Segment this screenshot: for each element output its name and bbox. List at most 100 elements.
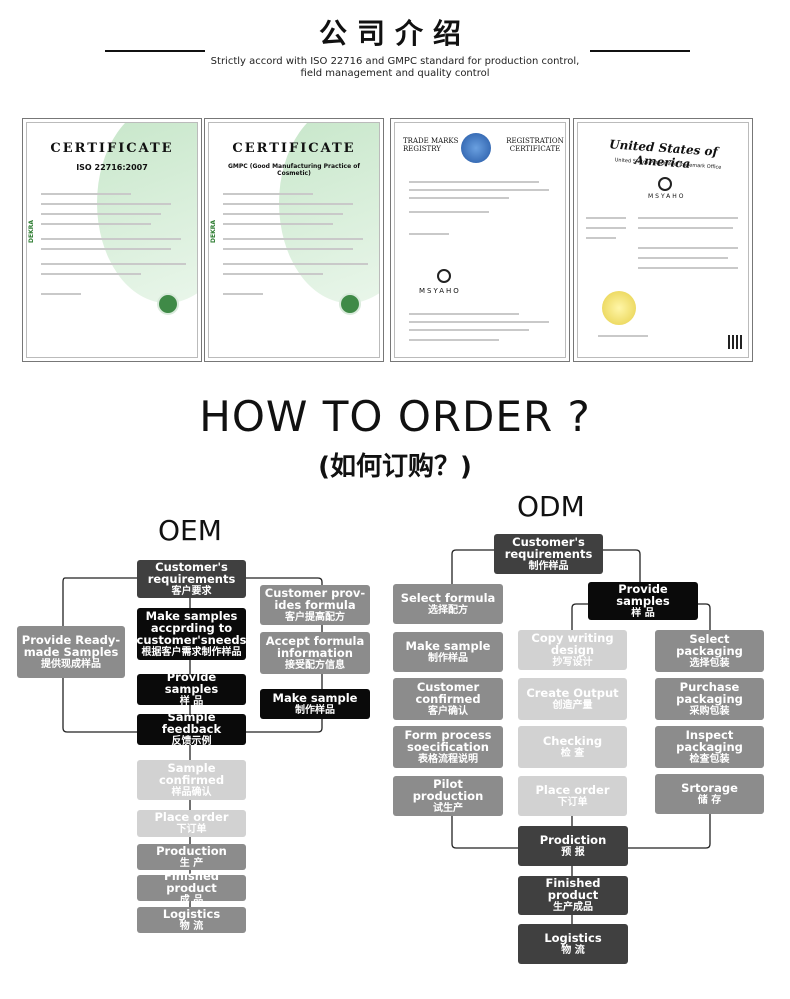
box-label-en: Logistics — [162, 906, 221, 921]
odm-provide-samples: Provide samples 样 品 — [588, 582, 698, 620]
box-label-zh: 生产成品 — [553, 902, 593, 913]
box-label-en: Provide samples — [616, 581, 670, 608]
box-label-zh: 下订单 — [557, 796, 588, 808]
oem-title: OEM — [158, 514, 222, 547]
box-label-zh: 客户提高配方 — [285, 611, 345, 623]
box-label-zh: 选择包装 — [689, 657, 730, 669]
title-rule-left — [105, 50, 205, 52]
odm-pilot-production: Pilot production 试生产 — [393, 776, 503, 816]
odm-finished-product: Finished product 生产成品 — [518, 876, 628, 915]
odm-customer-confirmed: Customer confirmed 客户确认 — [393, 678, 503, 720]
certificate-trademark-registry: TRADE MARKS REGISTRY REGISTRATION CERTIF… — [390, 118, 570, 362]
odm-title: ODM — [517, 490, 585, 523]
box-label-en: Purchase packaging — [676, 679, 743, 706]
text-line — [409, 197, 509, 199]
box-label-en: Logistics — [544, 930, 602, 945]
title-rule-right — [590, 50, 690, 52]
box-label-zh: 制作样品 — [528, 560, 569, 572]
text-line — [41, 213, 161, 215]
box-label-en: Checking — [542, 733, 603, 748]
dekra-stamp-icon — [339, 293, 361, 315]
odm-inspect-packaging: Inspect packaging 检查包装 — [655, 726, 764, 768]
text-line — [41, 203, 171, 205]
box-label-en: Customer prov-ides formula — [264, 585, 366, 612]
subtitle-line-1: Strictly accord with ISO 22716 and GMPC … — [210, 56, 580, 67]
box-label-zh: 接受配方信息 — [285, 659, 345, 671]
text-line — [223, 193, 313, 195]
certificate-heading: CERTIFICATE — [50, 141, 174, 156]
box-label-en: Customer confirmed — [415, 679, 481, 706]
odm-formula-branch — [451, 549, 494, 584]
subtitle-line-2: field management and quality control — [300, 68, 490, 79]
text-line — [598, 335, 648, 337]
text-line — [638, 217, 738, 219]
odm-logistics: Logistics 物 流 — [518, 924, 628, 964]
text-line — [223, 238, 363, 240]
text-line — [223, 223, 333, 225]
oem-accept-formula: Accept formula information 接受配方信息 — [260, 632, 370, 674]
box-label-zh: 反馈示例 — [171, 736, 212, 747]
text-line — [638, 257, 728, 259]
registry-seal-icon — [461, 133, 491, 163]
odm-make-sample: Make sample 制作样品 — [393, 632, 503, 672]
box-label-en: Copy writing design — [531, 630, 614, 657]
box-label-en: Place order — [154, 810, 229, 824]
box-label-zh: 客户要求 — [171, 585, 212, 597]
box-label-en: Make samples accprding to customer'sneed… — [136, 608, 247, 647]
text-line — [409, 233, 449, 235]
oem-make-samples: Make samples accprding to customer'sneed… — [137, 608, 246, 660]
box-label-zh: 生 产 — [179, 857, 204, 869]
oem-sample-confirmed: Sample confirmed 样品确认 — [137, 760, 246, 800]
box-label-zh: 预 报 — [561, 846, 585, 858]
text-line — [409, 189, 549, 191]
qr-code-icon — [728, 335, 742, 349]
text-line — [409, 339, 499, 341]
text-line — [41, 248, 171, 250]
how-to-order-title-cn: (如何订购？) — [318, 452, 472, 482]
box-label-en: Make sample — [405, 638, 491, 653]
gold-seal-icon — [602, 291, 636, 325]
oem-sample-feedback: Sample feedback 反馈示例 — [137, 710, 246, 747]
text-line — [41, 293, 81, 295]
text-line — [586, 217, 626, 219]
text-line — [638, 267, 738, 269]
box-label-zh: 制作样品 — [428, 652, 468, 664]
text-line — [638, 227, 733, 229]
box-label-zh: 制作样品 — [295, 704, 335, 716]
trademark-registry-heading: TRADE MARKS REGISTRY — [403, 137, 459, 153]
box-label-en: Sample feedback — [161, 710, 222, 736]
oem-provide-samples: Provlde samples 样 品 — [137, 671, 246, 707]
box-label-zh: 物 流 — [561, 944, 585, 956]
text-line — [638, 247, 738, 249]
oem-place-order: Place order 下订单 — [137, 810, 246, 837]
oem-customer-provides-formula: Customer prov-ides formula 客户提高配方 — [260, 585, 370, 625]
box-label-zh: 表格流程说明 — [418, 753, 478, 765]
box-label-zh: 客户确认 — [428, 705, 468, 717]
certificate-usa-trademark: United States of America United States P… — [573, 118, 753, 362]
box-label-zh: 样品确认 — [171, 786, 212, 798]
oem-logistics: Logistics 物 流 — [137, 907, 246, 933]
box-label-en: Sample confirmed — [158, 760, 225, 787]
msyaho-logo-icon — [437, 269, 451, 283]
box-label-en: Accept formula information — [265, 633, 365, 660]
box-label-zh: 检 查 — [560, 747, 585, 759]
how-to-order-title: HOW TO ORDER ? — [199, 392, 591, 441]
odm-packaging-branch — [698, 603, 711, 630]
odm-storage: Srtorage 储 存 — [655, 774, 764, 814]
odm-form-process: Form process soecification 表格流程说明 — [393, 726, 503, 768]
odm-design-branch — [571, 603, 588, 630]
odm-samples-branch — [603, 549, 641, 582]
certificate-standard: ISO 22716:2007 — [76, 163, 148, 172]
oem-finished-product: Finished product 成 品 — [137, 870, 246, 906]
text-line — [223, 203, 353, 205]
odm-select-formula: Select formula 选择配方 — [393, 584, 503, 624]
text-line — [409, 313, 519, 315]
text-line — [41, 238, 181, 240]
oem-customer-requirements: Customer's requirements 客户要求 — [137, 560, 246, 598]
box-label-en: Pilot production — [412, 776, 484, 803]
box-label-zh: 采购包装 — [689, 705, 730, 717]
box-label-en: Make sample — [272, 690, 358, 705]
logo-text: MSYAHO — [419, 287, 461, 295]
oem-production: Production 生 产 — [137, 844, 246, 870]
